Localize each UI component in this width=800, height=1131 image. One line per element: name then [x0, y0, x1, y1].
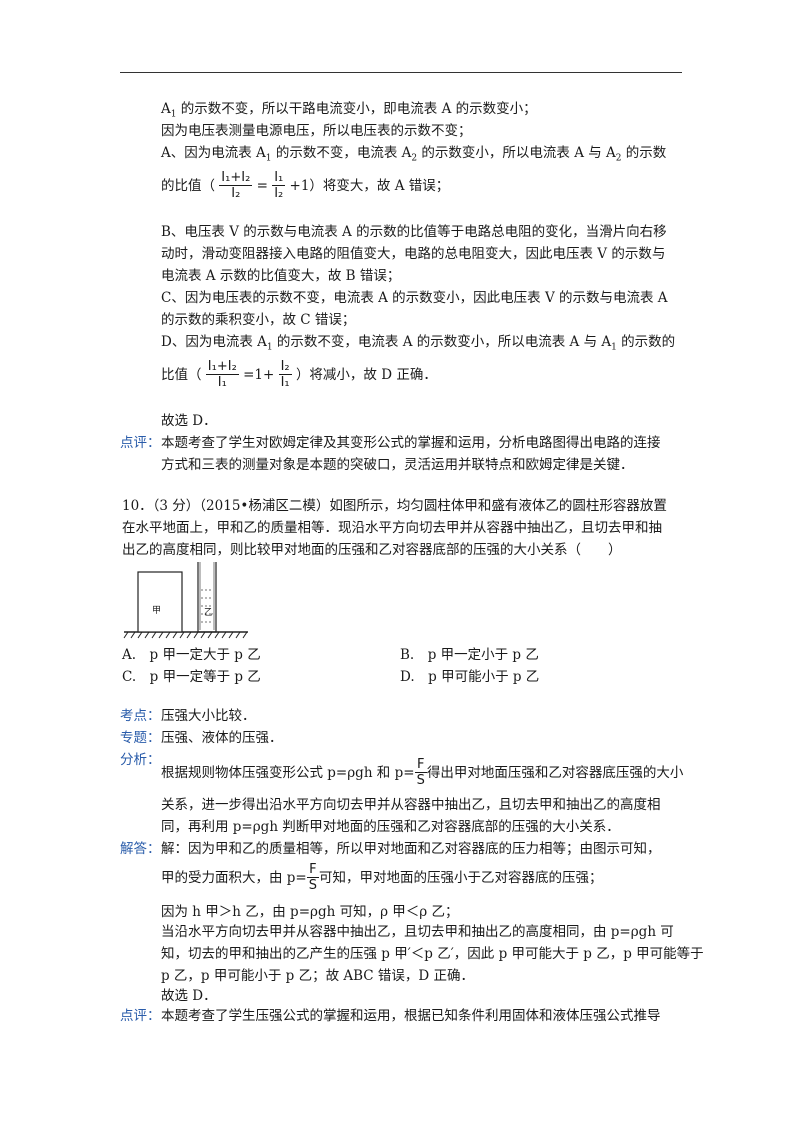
text-line: 当沿水平方向切去甲并从容器中抽出乙，且切去甲和抽出乙的高度相同，由 p=ρgh …	[161, 924, 674, 940]
option-b: B. p 甲一定小于 p 乙	[400, 647, 539, 663]
liquid-lines	[201, 589, 213, 623]
text-line: 关系，进一步得出沿水平方向切去甲并从容器中抽出乙，且切去甲和抽出乙的高度相	[161, 797, 661, 813]
option-c: C. p 甲一定等于 p 乙	[122, 669, 261, 685]
text-line: 方式和三表的测量对象是本题的突破口，灵活运用并联特点和欧姆定律是关键．	[161, 457, 634, 473]
text-line: D、因为电流表 A1 的示数不变，电流表 A 的示数变小，所以电流表 A 与 A…	[161, 334, 676, 353]
text-line: A1 的示数不变，所以干路电流变小，即电流表 A 的示数变小；	[161, 101, 537, 120]
question-figure	[123, 562, 248, 639]
text-line: 因为电压表测量电源电压，所以电压表的示数不变；	[161, 123, 472, 139]
topic-label: 考点：	[120, 708, 161, 724]
text-line: 故选 D．	[161, 413, 217, 429]
text-line: B、电压表 V 的示数与电流表 A 的示数的比值等于电路总电阻的变化，当滑片向右…	[161, 224, 667, 240]
header-rule	[120, 72, 682, 73]
container-yi	[197, 562, 217, 633]
figure-label-yi: 乙	[204, 608, 214, 618]
text-line: p 乙，p 甲可能小于 p 乙；故 ABC 错误，D 正确．	[161, 968, 475, 984]
text-line: 动时，滑动变阻器接入电路的阻值变大，电路的总电阻变大，因此电压表 V 的示数与	[161, 246, 666, 262]
analysis-label: 分析：	[120, 752, 161, 768]
text-line: 故选 D．	[161, 988, 217, 1004]
option-a: A. p 甲一定大于 p 乙	[122, 647, 261, 663]
question-stem: 在水平地面上，甲和乙的质量相等．现沿水平方向切去甲并从容器中抽出乙，且切去甲和抽	[122, 520, 662, 536]
topic-text: 压强大小比较．	[161, 708, 256, 724]
text-line: 解：因为甲和乙的质量相等，所以甲对地面和乙对容器底的压力相等；由图示可知，	[161, 841, 661, 857]
subject-text: 压强、液体的压强．	[161, 730, 283, 746]
text-line: 知，切去的甲和抽出的乙产生的压强 p 甲′＜p 乙′，因此 p 甲可能大于 p …	[161, 946, 704, 962]
answer-label: 解答：	[120, 841, 161, 857]
question-stem: 出乙的高度相同，则比较甲对地面的压强和乙对容器底部的压强的大小关系（ ）	[122, 542, 622, 558]
text-line: 的示数的乘积变小，故 C 错误；	[161, 312, 356, 328]
text-line: 本题考查了学生对欧姆定律及其变形公式的掌握和运用，分析电路图得出电路的连接	[161, 435, 661, 451]
solid-cylinder-jia	[137, 571, 183, 633]
subject-label: 专题：	[120, 730, 161, 746]
text-line: 因为 h 甲＞h 乙，由 p=ρgh 可知，ρ 甲＜ρ 乙；	[161, 904, 459, 920]
figure-label-jia: 甲	[152, 606, 162, 616]
text-line: A、因为电流表 A1 的示数不变，电流表 A2 的示数变小，所以电流表 A 与 …	[161, 145, 667, 164]
text-line: C、因为电压表的示数不变，电流表 A 的示数变小，因此电压表 V 的示数与电流表…	[161, 290, 668, 306]
text-line: 本题考查了学生压强公式的掌握和运用，根据已知条件利用固体和液体压强公式推导	[161, 1008, 661, 1024]
text-line: 同，再利用 p=ρgh 判断甲对地面的压强和乙对容器底部的压强的大小关系．	[161, 819, 620, 835]
question-stem: 10．（3 分）（2015•杨浦区二模）如图所示，均匀圆柱体甲和盛有液体乙的圆柱…	[122, 498, 667, 514]
option-d: D. p 甲可能小于 p 乙	[400, 669, 540, 685]
text-line: 电流表 A 示数的比值变大，故 B 错误；	[161, 268, 401, 284]
comment-label: 点评：	[120, 1008, 161, 1024]
comment-label: 点评：	[120, 435, 161, 451]
